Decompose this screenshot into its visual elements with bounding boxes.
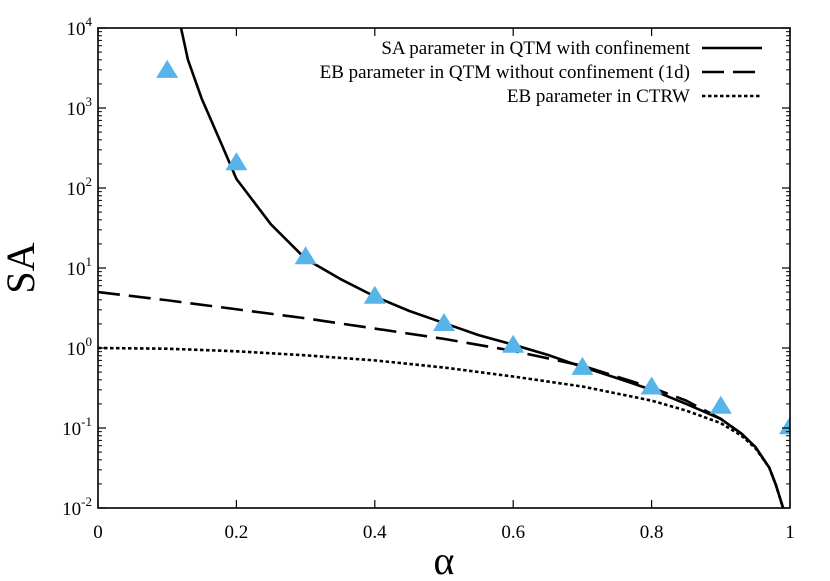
x-tick-label: 0.6 [501,522,525,543]
x-tick-label: 1 [785,522,795,543]
data-point-marker [502,334,525,353]
y-tick-label: 102 [67,174,93,200]
series-line-solid [179,28,785,508]
legend-label: EB parameter in QTM without confinement … [320,62,690,83]
data-point-marker [779,416,790,435]
y-tick-label: 101 [67,254,93,280]
series-layer [98,28,790,508]
y-tick-label: 104 [67,14,93,40]
data-point-marker [294,246,317,265]
series-line-dotted [98,346,785,508]
x-tick-labels: 0 0.2 0.4 0.6 0.8 1 [93,522,795,543]
data-point-marker [709,395,732,414]
tick-marks [97,27,791,509]
y-tick-label: 100 [67,334,93,360]
data-point-marker [363,285,386,304]
x-tick-label: 0.4 [363,522,387,543]
data-point-marker [225,152,248,171]
y-tick-label: 10-2 [62,494,92,520]
y-tick-label: 103 [67,94,93,120]
y-axis-label: SA [0,242,43,293]
x-axis-label: α [434,538,455,581]
data-point-marker [433,313,455,332]
legend-label: SA parameter in QTM with confinement [381,38,690,59]
x-tick-label: 0.2 [225,522,249,543]
y-tick-labels: 10-2 10-1 100 101 102 103 104 [62,14,92,520]
data-point-marker [156,59,179,78]
legend-label: EB parameter in CTRW [507,86,690,107]
data-point-marker [571,356,594,375]
x-tick-label: 0.8 [640,522,664,543]
x-tick-label: 0 [93,522,103,543]
legend: SA parameter in QTM with confinement EB p… [320,38,762,107]
data-point-marker [640,376,663,395]
y-tick-label: 10-1 [62,414,92,440]
